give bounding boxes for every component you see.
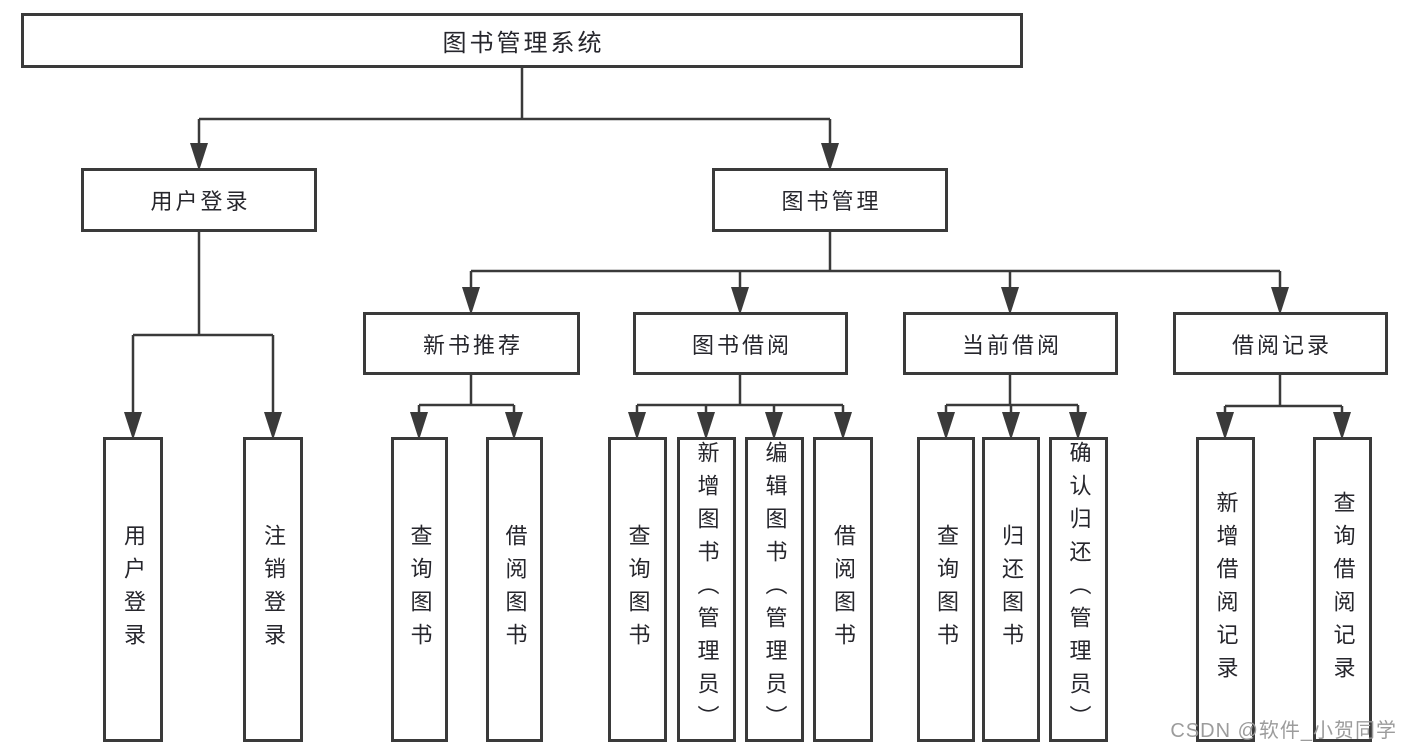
node-book-management-label: 图书管理 [781,189,882,214]
leaf-borrowing-borrow-books-label: 借阅图书 [831,523,856,656]
leaf-newbooks-borrow-books: 借阅图书 [486,437,543,742]
leaf-newbooks-borrow-books-label: 借阅图书 [502,523,528,656]
node-user-login: 用户登录 [81,168,317,232]
leaf-borrowing-borrow-books: 借阅图书 [813,437,873,742]
watermark: CSDN @软件_小贺同学 [1170,720,1397,742]
node-new-book-recommendation: 新书推荐 [363,312,580,375]
node-book-management: 图书管理 [712,168,948,232]
leaf-records-query-record: 查询借阅记录 [1313,437,1372,742]
leaf-borrowing-add-books-admin-label: 新增图书（管理员） [694,441,720,738]
arrowheads [124,143,1351,440]
leaf-borrowing-query-books: 查询图书 [608,437,667,742]
leaf-borrowing-query-books-label: 查询图书 [625,523,651,656]
node-current-borrowing: 当前借阅 [903,312,1118,375]
leaf-borrowing-edit-books-admin: 编辑图书（管理员） [745,437,804,742]
node-borrowing-records-label: 借阅记录 [1231,332,1332,358]
node-borrowing-records: 借阅记录 [1173,312,1388,375]
leaf-current-query-books-label: 查询图书 [934,523,959,656]
node-root-label: 图书管理系统 [442,30,605,57]
node-user-login-label: 用户登录 [150,189,251,214]
leaf-logout: 注销登录 [243,437,303,742]
leaf-records-add-record-label: 新增借阅记录 [1213,490,1239,689]
leaf-newbooks-query-books: 查询图书 [391,437,448,742]
leaf-newbooks-query-books-label: 查询图书 [407,523,433,656]
node-book-borrowing-label: 图书借阅 [691,332,792,358]
leaf-user-login: 用户登录 [103,437,163,742]
leaf-logout-label: 注销登录 [261,523,286,656]
node-root: 图书管理系统 [21,13,1023,68]
node-book-borrowing: 图书借阅 [633,312,848,375]
leaf-current-return-books-label: 归还图书 [999,523,1024,656]
leaf-records-query-record-label: 查询借阅记录 [1330,490,1356,689]
node-current-borrowing-label: 当前借阅 [961,332,1062,358]
leaf-current-query-books: 查询图书 [917,437,975,742]
leaf-records-add-record: 新增借阅记录 [1196,437,1255,742]
leaf-current-return-books: 归还图书 [982,437,1040,742]
node-new-book-recommendation-label: 新书推荐 [422,332,523,358]
leaf-borrowing-add-books-admin: 新增图书（管理员） [677,437,736,742]
leaf-current-confirm-return-admin: 确认归还（管理员） [1049,437,1108,742]
leaf-borrowing-edit-books-admin-label: 编辑图书（管理员） [762,441,788,738]
leaf-user-login-label: 用户登录 [121,523,146,656]
leaf-current-confirm-return-admin-label: 确认归还（管理员） [1066,441,1092,738]
